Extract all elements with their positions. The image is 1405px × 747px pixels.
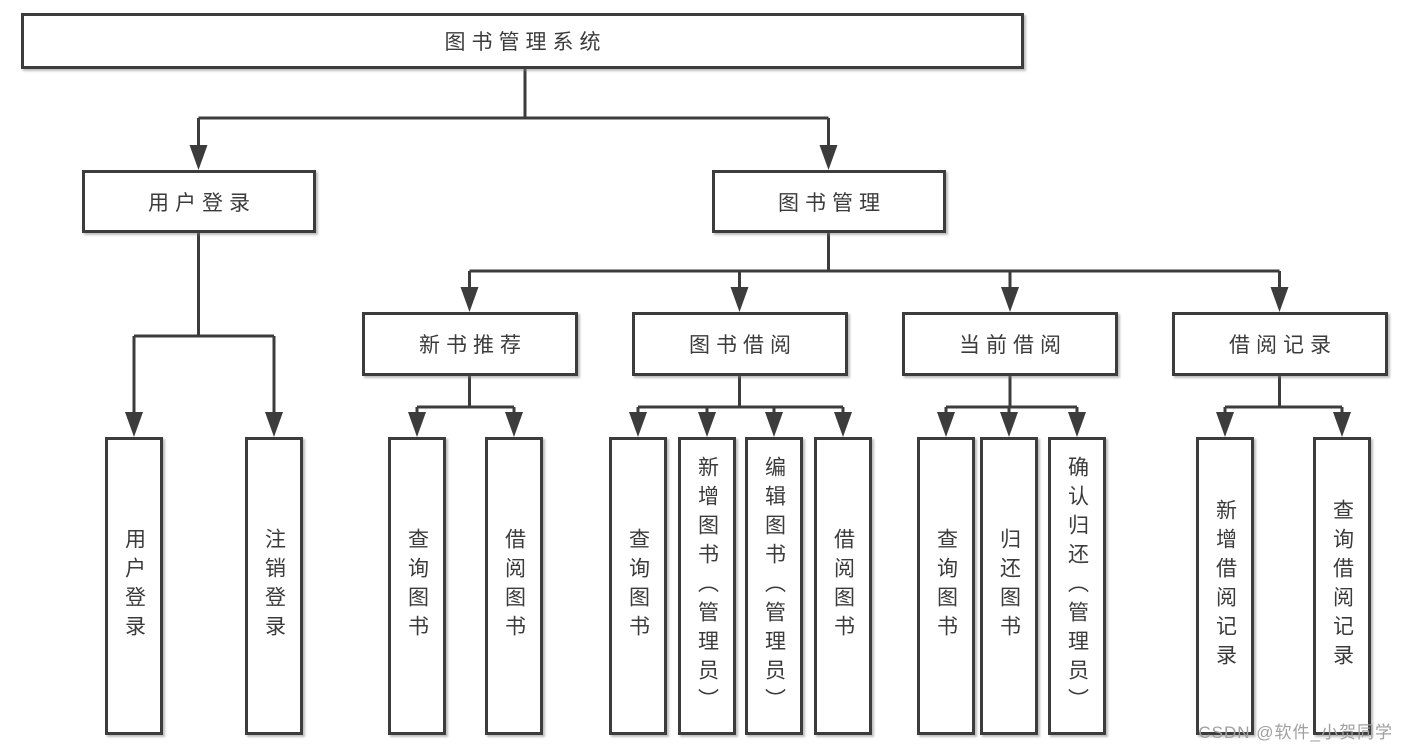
leaf-borrow-books-recommend: 借阅图书	[485, 437, 543, 735]
node-label: 新书推荐	[419, 334, 527, 357]
node-user-login: 用户登录	[82, 170, 316, 233]
node-label: 新增借阅记录	[1213, 499, 1237, 673]
arrowhead-icon	[937, 412, 955, 437]
leaf-add-borrow-record: 新增借阅记录	[1196, 437, 1254, 735]
node-label: 图书借阅	[689, 334, 797, 357]
node-label: 归还图书	[997, 528, 1021, 644]
node-label: 图书管理	[778, 191, 886, 215]
arrowhead-icon	[460, 287, 479, 312]
leaf-user-login: 用户登录	[105, 437, 163, 735]
arrowhead-icon	[819, 145, 838, 170]
leaf-query-books-recommend: 查询图书	[388, 437, 446, 735]
node-root-system: 图书管理系统	[21, 13, 1024, 69]
connector	[132, 69, 1344, 414]
leaf-query-borrow-record: 查询借阅记录	[1313, 437, 1371, 735]
node-label: 编辑图书（管理员）	[762, 455, 786, 717]
node-label: 借阅图书	[502, 528, 526, 644]
arrowhead-icon	[125, 412, 143, 437]
arrowhead-icon	[1068, 412, 1086, 437]
arrowhead-icon	[730, 287, 749, 312]
node-current-borrowing: 当前借阅	[902, 312, 1118, 376]
leaf-confirm-return-admin: 确认归还（管理员）	[1048, 437, 1106, 735]
leaf-edit-books-admin: 编辑图书（管理员）	[745, 437, 803, 735]
arrowhead-icon	[1001, 287, 1019, 312]
arrowhead-icon	[505, 412, 523, 437]
node-label: 查询图书	[626, 528, 650, 644]
leaf-logout: 注销登录	[245, 437, 303, 735]
arrowhead-icon	[189, 145, 208, 170]
arrowhead-icon	[765, 412, 783, 437]
arrowhead-icon	[629, 412, 647, 437]
node-new-book-recommend: 新书推荐	[362, 312, 578, 376]
arrowhead-icon	[698, 412, 716, 437]
node-label: 当前借阅	[959, 334, 1067, 357]
node-label: 查询借阅记录	[1330, 499, 1354, 673]
arrowhead-icon	[1216, 412, 1234, 437]
leaf-query-books: 查询图书	[609, 437, 667, 735]
node-label: 图书管理系统	[444, 31, 607, 54]
node-label: 借阅记录	[1229, 334, 1337, 357]
node-label: 新增图书（管理员）	[695, 455, 719, 717]
node-label: 查询图书	[934, 528, 958, 644]
arrowhead-icon	[265, 412, 283, 437]
arrowhead-icon	[1000, 412, 1018, 437]
leaf-add-books-admin: 新增图书（管理员）	[678, 437, 736, 735]
node-label: 用户登录	[148, 191, 256, 215]
node-label: 查询图书	[405, 528, 429, 644]
arrowhead-icon	[834, 412, 852, 437]
arrowhead-icon	[408, 412, 426, 437]
csdn-watermark: CSDN @软件_小贺同学	[1198, 723, 1393, 742]
leaf-return-books: 归还图书	[980, 437, 1038, 735]
leaf-query-books-current: 查询图书	[917, 437, 975, 735]
node-label: 借阅图书	[831, 528, 855, 644]
node-book-borrowing: 图书借阅	[632, 312, 848, 376]
node-borrow-records: 借阅记录	[1172, 312, 1388, 376]
node-label: 用户登录	[122, 528, 146, 644]
arrowhead-icon	[1333, 412, 1351, 437]
node-book-management: 图书管理	[712, 170, 946, 233]
node-label: 确认归还（管理员）	[1065, 455, 1089, 717]
node-label: 注销登录	[262, 528, 286, 644]
leaf-borrow-books: 借阅图书	[814, 437, 872, 735]
arrowhead-icon	[1270, 287, 1289, 312]
